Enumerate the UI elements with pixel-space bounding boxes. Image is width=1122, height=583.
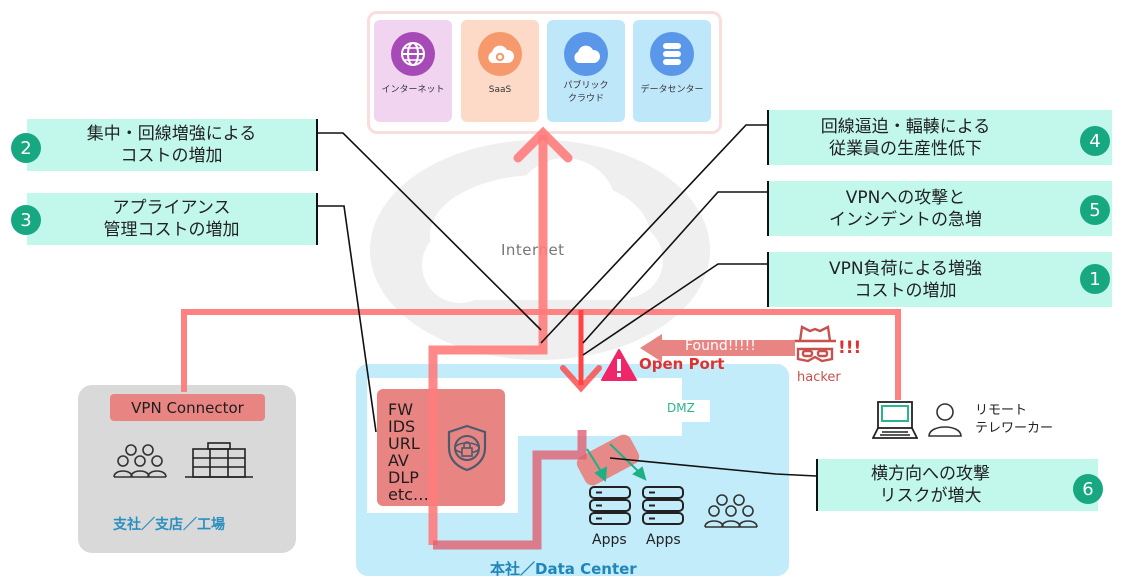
open-port-label: Open Port	[639, 355, 725, 373]
person-icon	[928, 403, 962, 437]
service-label: パブリッククラウド	[563, 80, 608, 106]
service-label-line1: パブリック	[563, 81, 609, 91]
datacenter-label: 本社／Data Center	[490, 560, 637, 578]
badge-3: 3	[11, 205, 41, 235]
people-group-icon	[113, 444, 167, 478]
service-label: インターネット	[381, 85, 445, 95]
branch-box	[78, 385, 296, 553]
callout-1: VPN負荷による増強 コストの増加	[767, 252, 1112, 307]
building-icon	[185, 442, 253, 478]
cloud-icon	[564, 32, 608, 76]
badge-2: 2	[11, 133, 41, 163]
appliance-item: etc…	[388, 485, 429, 504]
service-datacenter[interactable]: データセンター	[633, 20, 711, 122]
hacker-icon	[794, 325, 836, 363]
service-public-cloud[interactable]: パブリッククラウド	[547, 20, 625, 122]
appliance-list: FW IDS URL AV DLP etc…	[388, 401, 429, 503]
callout-6: 横方向への攻撃 リスクが増大	[816, 459, 1098, 511]
callout-1-line1: VPN負荷による増強	[828, 258, 983, 279]
service-label: SaaS	[488, 85, 512, 95]
apps-label: Apps	[592, 532, 627, 548]
shield-globe-lock-icon	[447, 424, 487, 472]
badge-6: 6	[1073, 474, 1103, 504]
appliance-item: IDS	[388, 417, 416, 436]
remote-worker-line2: テレワーカー	[975, 421, 1054, 436]
callout-5-line1: VPNへの攻撃と	[845, 187, 966, 208]
server-icon	[589, 486, 631, 525]
callout-3-line1: アプライアンス	[112, 198, 231, 218]
callout-4-line2: 従業員の生産性低下	[829, 138, 982, 159]
appliance-item: FW	[388, 400, 414, 419]
callout-5-line2: インシデントの急増	[829, 209, 982, 230]
callout-2: 集中・回線増強による コストの増加	[27, 119, 318, 171]
server-icon	[642, 486, 684, 525]
callout-4: 回線逼迫・輻輳による 従業員の生産性低下	[767, 110, 1112, 165]
remote-worker-line1: リモート	[975, 403, 1028, 418]
dmz-label: DMZ	[667, 401, 695, 415]
callout-2-line2: コストの増加	[120, 146, 223, 166]
appliance-item: AV	[388, 451, 409, 470]
service-label: データセンター	[640, 85, 704, 95]
found-label: Found!!!!!	[685, 338, 756, 354]
warning-icon	[601, 349, 637, 381]
globe-icon	[391, 32, 435, 76]
apps-label: Apps	[646, 532, 681, 548]
callout-3-line2: 管理コストの増加	[103, 220, 240, 240]
cloud-gear-icon	[478, 32, 522, 76]
hacker-label: hacker	[797, 370, 841, 385]
appliance-item: DLP	[388, 468, 419, 487]
service-internet[interactable]: インターネット	[374, 20, 452, 122]
callout-6-line2: リスクが増大	[879, 486, 982, 506]
callout-3: アプライアンス 管理コストの増加	[27, 193, 318, 245]
appliance-item: URL	[388, 434, 420, 453]
callout-6-line1: 横方向への攻撃	[871, 464, 990, 484]
people-group-icon	[704, 494, 758, 528]
branch-location-label: 支社／支店／工場	[113, 517, 225, 533]
remote-worker-label: リモート テレワーカー	[975, 402, 1053, 438]
vpn-connector-badge: VPN Connector	[110, 394, 265, 421]
callout-2-line1: 集中・回線増強による	[86, 124, 257, 144]
callout-1-line2: コストの増加	[854, 280, 957, 301]
badge-1: 1	[1080, 264, 1110, 294]
vpn-connector-label: VPN Connector	[131, 398, 244, 417]
callout-4-line1: 回線逼迫・輻輳による	[820, 116, 991, 137]
hacker-exclaim: !!!	[838, 338, 862, 358]
laptop-icon	[872, 401, 918, 439]
database-icon	[650, 32, 694, 76]
service-label-line2: クラウド	[567, 94, 604, 104]
service-saas[interactable]: SaaS	[461, 20, 539, 122]
badge-5: 5	[1080, 195, 1110, 225]
badge-4: 4	[1080, 126, 1110, 156]
internet-label: Internet	[501, 241, 565, 259]
callout-5: VPNへの攻撃と インシデントの急増	[767, 181, 1112, 236]
